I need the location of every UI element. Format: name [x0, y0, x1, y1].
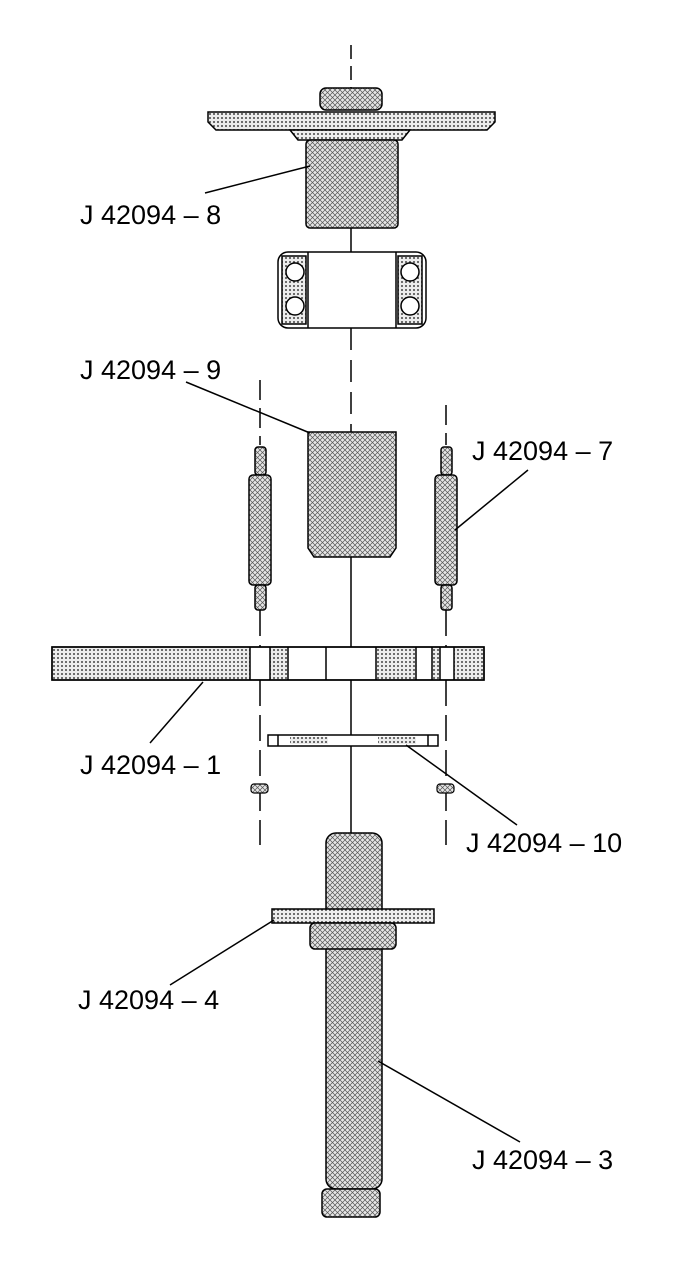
- label-part-8: J 42094 – 8: [80, 200, 221, 230]
- stud-left-part-7: [248, 446, 272, 611]
- plate-part-1: [51, 646, 485, 681]
- bearing: [277, 251, 427, 329]
- label-part-4: J 42094 – 4: [78, 985, 219, 1015]
- washer-part-10: [267, 734, 439, 747]
- stud-right-part-7: [434, 446, 458, 611]
- adapter-part-8: [207, 87, 496, 229]
- label-part-1: J 42094 – 1: [80, 750, 221, 780]
- label-part-3: J 42094 – 3: [472, 1145, 613, 1175]
- flanged-nut-part-4: [271, 908, 435, 950]
- label-part-10: J 42094 – 10: [466, 828, 622, 858]
- label-part-9: J 42094 – 9: [80, 355, 221, 385]
- leader-lines: [149, 165, 529, 1143]
- sleeve-part-9: [307, 431, 397, 558]
- small-nuts: [250, 783, 455, 794]
- forcing-screw-part-3: [321, 832, 383, 1218]
- label-part-7: J 42094 – 7: [472, 436, 613, 466]
